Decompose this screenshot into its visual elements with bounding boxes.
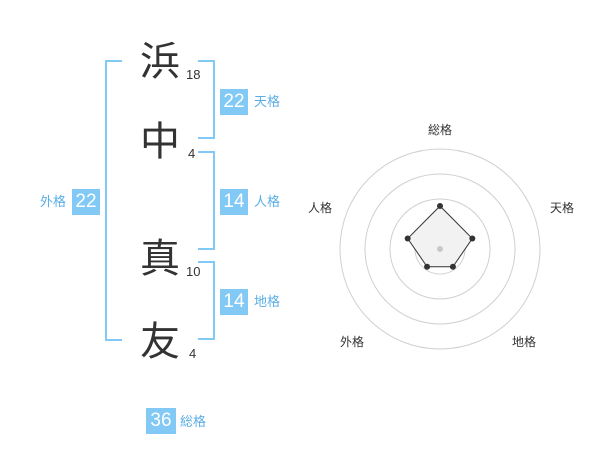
name-char-4: 友 — [140, 319, 180, 365]
name-char-3-strokes: 10 — [186, 264, 201, 279]
name-char-1-strokes: 18 — [186, 67, 201, 82]
name-char-2: 中 — [140, 119, 180, 165]
radar-label-soukaku: 総格 — [428, 123, 453, 137]
radar-polygon — [407, 205, 473, 268]
radar-point — [449, 263, 456, 270]
chikaku-badge: 14 — [220, 289, 248, 315]
name-char-3: 真 — [140, 236, 180, 282]
name-char-2-strokes: 4 — [188, 146, 196, 161]
name-char-4-strokes: 4 — [189, 346, 197, 361]
radar-center-dot — [437, 246, 443, 252]
chikaku-label: 地格 — [254, 295, 281, 310]
radar-point — [469, 235, 476, 242]
radar-point — [424, 263, 431, 270]
radar-label-tenkaku: 天格 — [550, 201, 575, 215]
jinkaku-badge: 14 — [220, 189, 248, 215]
radar-point — [404, 235, 411, 242]
soukaku-label: 総格 — [180, 415, 207, 430]
radar-ring — [339, 148, 541, 350]
radar-label-chikaku: 地格 — [512, 335, 537, 349]
radar-ring — [364, 173, 516, 325]
radar-label-gaikaku: 外格 — [340, 335, 365, 349]
gaikaku-bracket — [105, 60, 122, 341]
soukaku-badge: 36 — [146, 408, 176, 434]
radar-point — [437, 203, 443, 209]
jinkaku-bracket — [198, 151, 215, 250]
radar-ring — [389, 198, 491, 300]
radar-label-jinkaku: 人格 — [308, 201, 333, 215]
gaikaku-badge: 22 — [72, 189, 100, 215]
chikaku-bracket — [198, 261, 215, 340]
name-char-1: 浜 — [140, 39, 180, 85]
gaikaku-label: 外格 — [40, 195, 67, 210]
tenkaku-badge: 22 — [220, 89, 248, 115]
tenkaku-label: 天格 — [254, 95, 281, 110]
tenkaku-bracket — [198, 60, 215, 139]
jinkaku-label: 人格 — [254, 195, 281, 210]
